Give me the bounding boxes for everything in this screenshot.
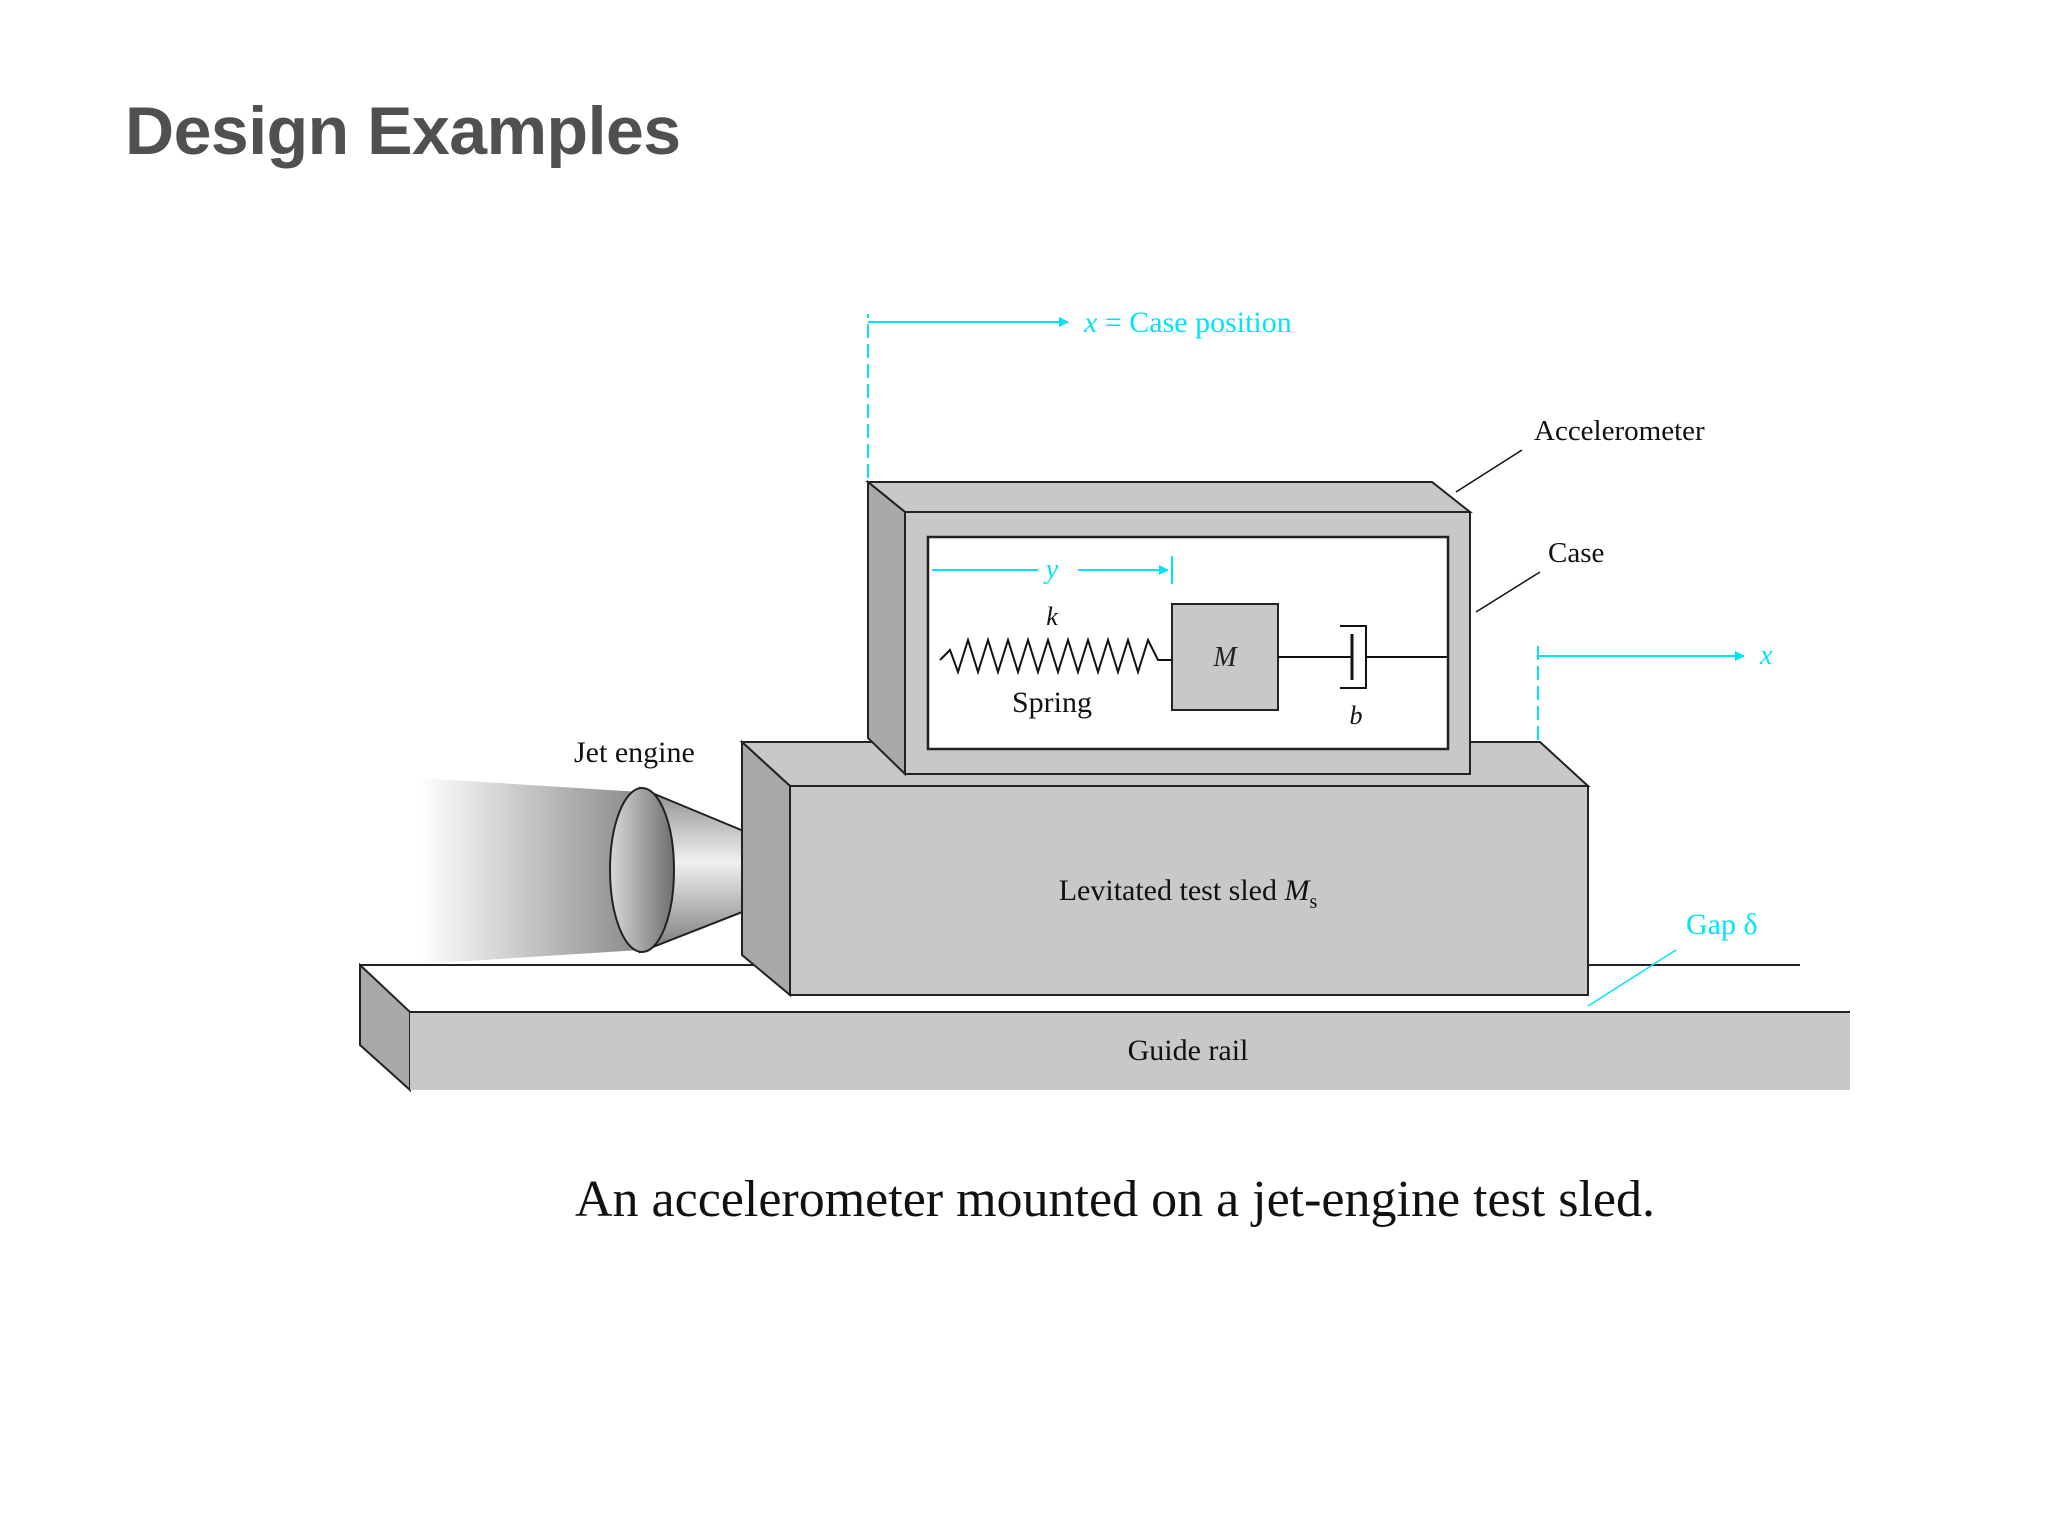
guide-rail: Guide rail <box>359 962 1850 1093</box>
damper-label: b <box>1350 701 1363 730</box>
spring <box>939 636 1172 676</box>
sled-x-arrow <box>1537 646 1745 740</box>
slide-title: Design Examples <box>125 93 681 169</box>
case-label: Case <box>1548 537 1604 569</box>
mass-label: M <box>1212 642 1238 673</box>
x-arrow-label: x <box>1759 640 1773 671</box>
y-displacement-arrow <box>932 556 1173 584</box>
sled-label: Levitated test sled Ms <box>1059 874 1318 913</box>
exhaust-plume <box>420 778 640 964</box>
gap-leader <box>1587 949 1677 1007</box>
k-label: k <box>1046 602 1058 631</box>
accelerometer-leader <box>1455 449 1523 493</box>
accelerometer-label: Accelerometer <box>1534 415 1705 447</box>
case-leader <box>1475 571 1541 613</box>
case-position-arrow <box>867 314 1069 478</box>
y-label: y <box>1043 554 1059 585</box>
spring-label: Spring <box>1012 686 1092 719</box>
jet-engine-label: Jet engine <box>574 736 695 769</box>
accelerometer-case <box>865 479 1473 777</box>
figure-caption: An accelerometer mounted on a jet-engine… <box>575 1171 1656 1228</box>
test-sled: Levitated test sled Ms <box>739 739 1591 998</box>
guide-rail-label: Guide rail <box>1128 1034 1249 1067</box>
gap-label: Gap δ <box>1686 908 1758 941</box>
damper <box>1278 625 1448 689</box>
case-position-label: x = Case position <box>1083 306 1292 339</box>
mass-block <box>1171 603 1279 711</box>
